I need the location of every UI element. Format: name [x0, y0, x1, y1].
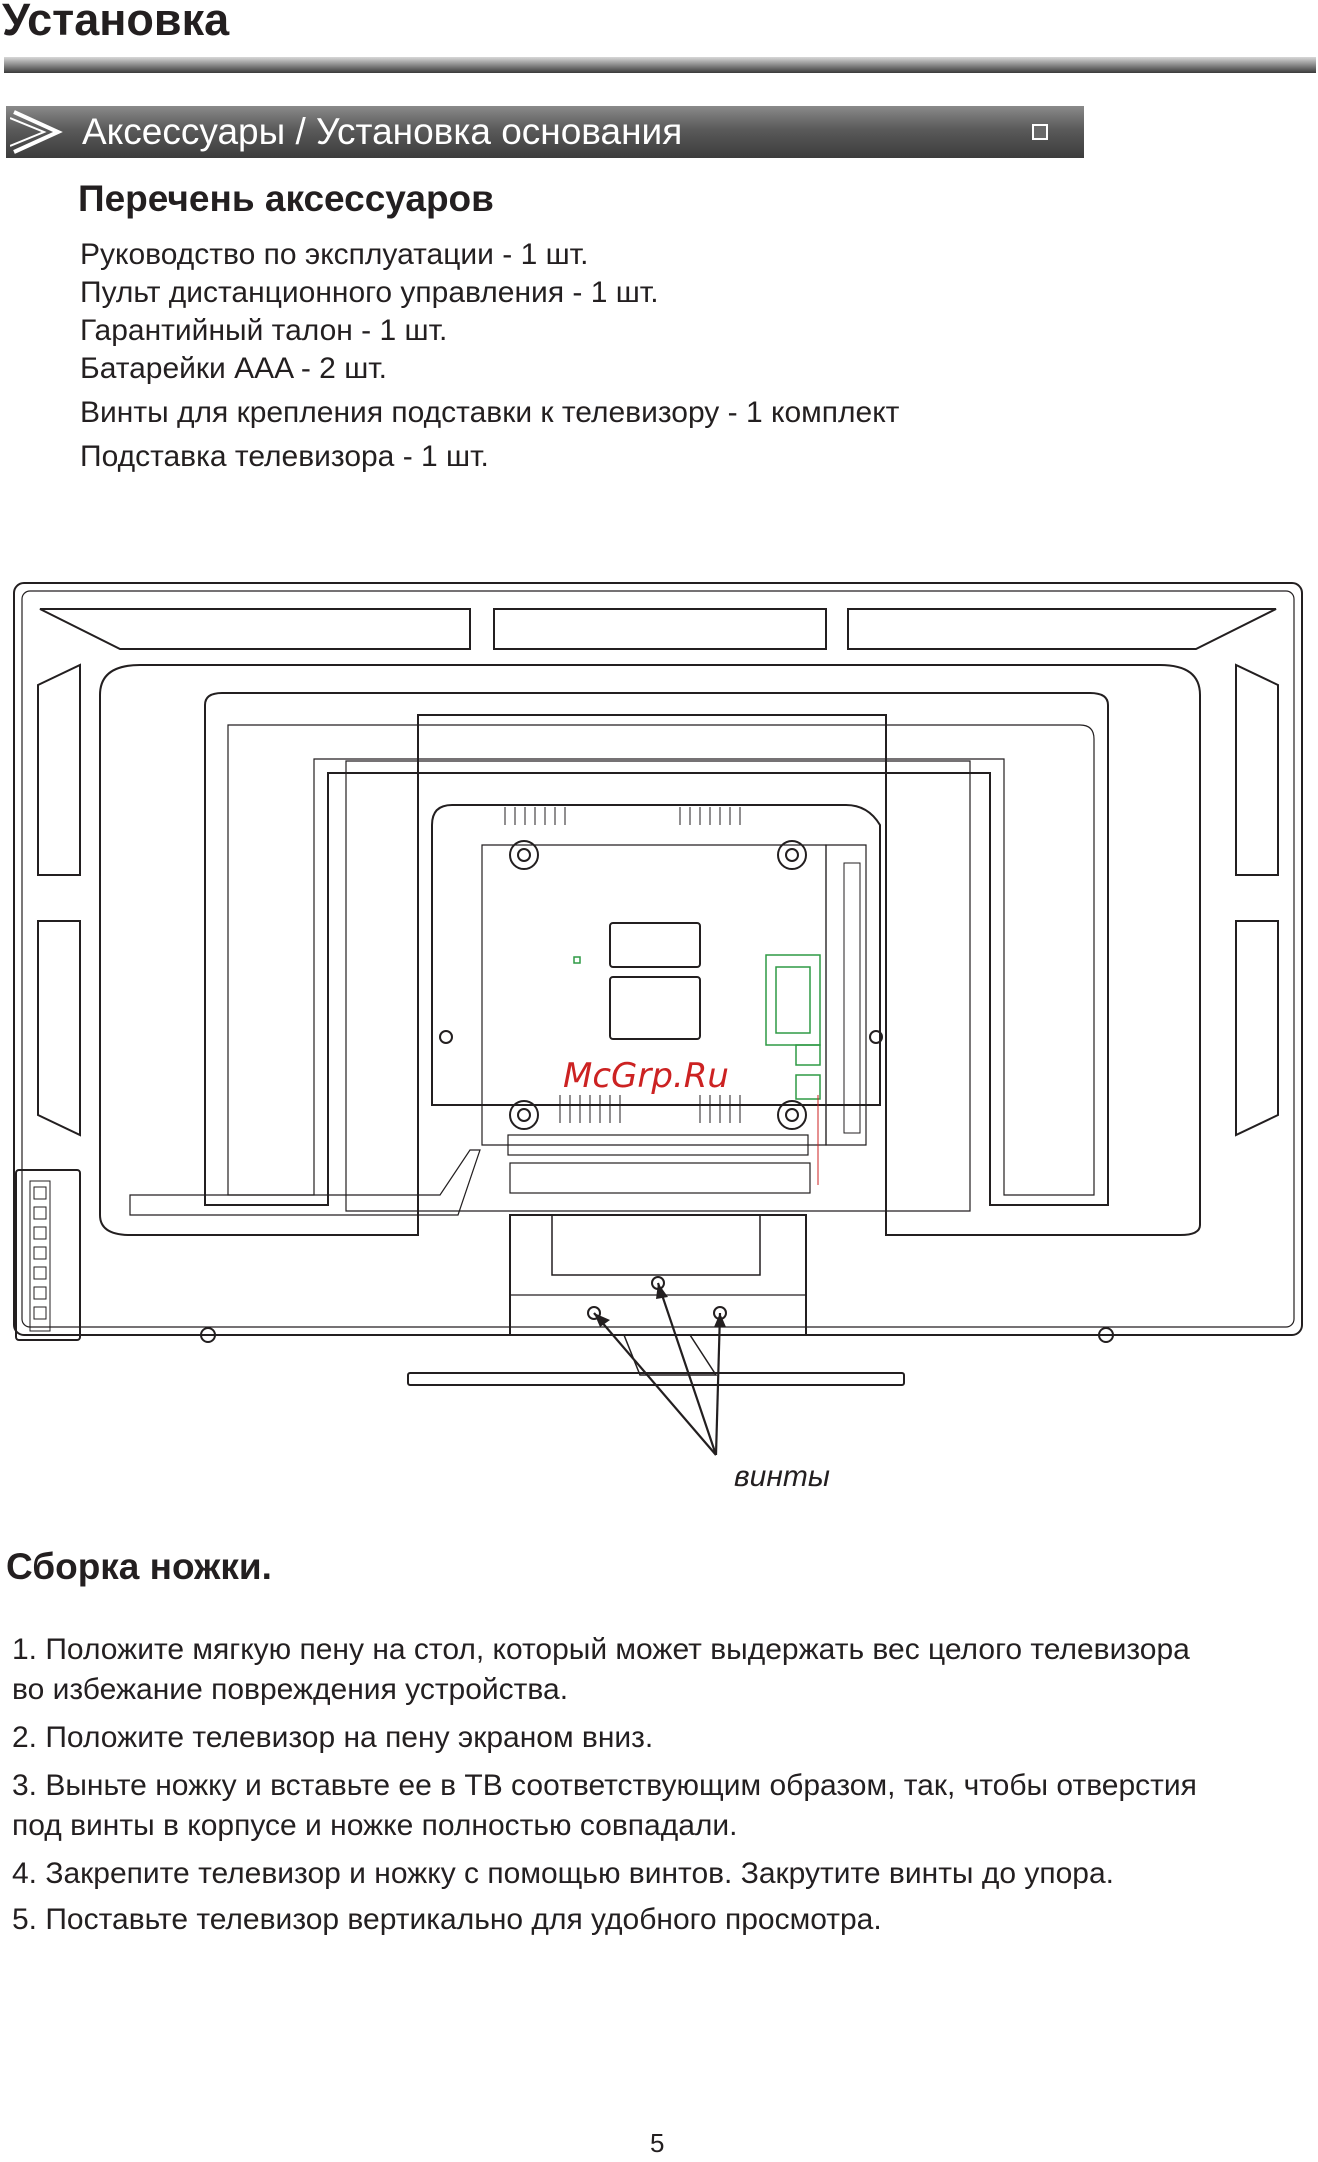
accessories-heading: Перечень аксессуаров — [78, 178, 494, 219]
page-title: Установка — [2, 0, 230, 45]
title-divider — [4, 57, 1316, 73]
list-item: под винты в корпусе и ножке полностью со… — [12, 1809, 738, 1842]
list-item: 4. Закрепите телевизор и ножку с помощью… — [12, 1857, 1114, 1890]
list-item: Руководство по эксплуатации - 1 шт. — [80, 238, 589, 271]
list-item: 5. Поставьте телевизор вертикально для у… — [12, 1903, 882, 1936]
assembly-heading: Сборка ножки. — [6, 1546, 272, 1587]
list-item: 3. Выньте ножку и вставьте ее в ТВ соотв… — [12, 1769, 1197, 1802]
section-title: Аксессуары / Установка основания — [82, 111, 683, 152]
list-item: Винты для крепления подставки к телевизо… — [80, 396, 900, 429]
list-item: Пульт дистанционного управления - 1 шт. — [80, 276, 659, 309]
section-header-bar: Аксессуары / Установка основания — [6, 106, 1084, 158]
list-item: Гарантийный талон - 1 шт. — [80, 314, 448, 347]
page-number: 5 — [650, 2128, 665, 2158]
watermark-text: McGrp.Ru — [563, 1056, 729, 1096]
square-icon — [1032, 124, 1048, 140]
list-item: 2. Положите телевизор на пену экраном вн… — [12, 1721, 654, 1754]
list-item: во избежание повреждения устройства. — [12, 1673, 569, 1706]
list-item: 1. Положите мягкую пену на стол, который… — [12, 1633, 1190, 1666]
chevron-right-icon — [10, 110, 63, 154]
screws-callout-label: винты — [734, 1460, 830, 1493]
list-item: Подставка телевизора - 1 шт. — [80, 440, 489, 473]
tv-back-diagram: McGrp.Ru — [13, 582, 1303, 1456]
list-item: Батарейки AAA - 2 шт. — [80, 352, 388, 385]
